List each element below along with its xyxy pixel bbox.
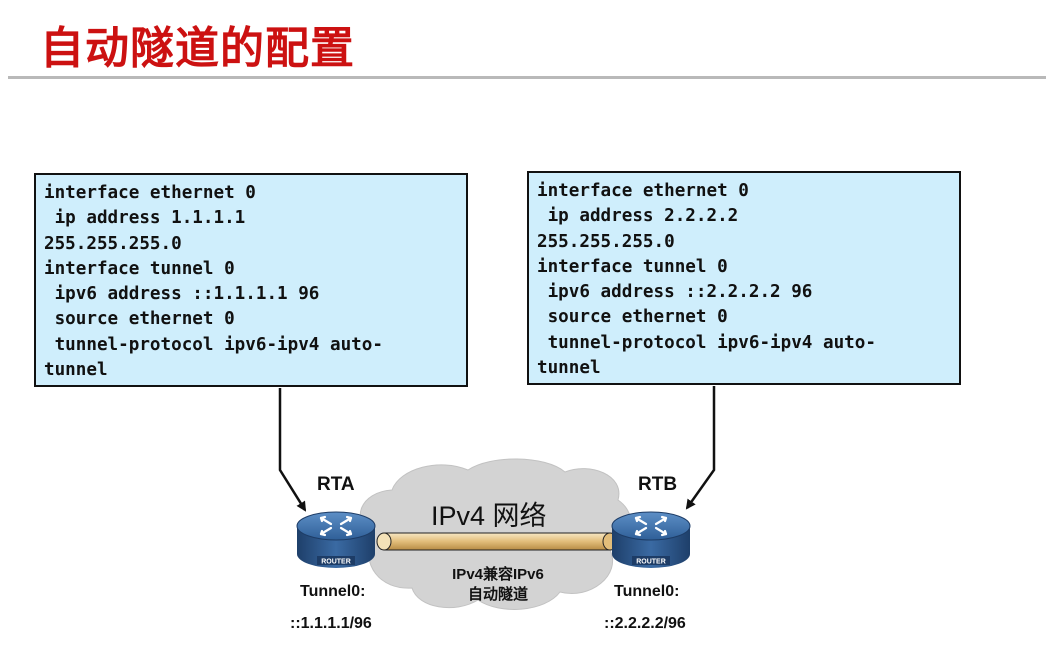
tunnel-address-rtb: ::2.2.2.2/96 xyxy=(604,615,686,632)
router-icon: ROUTER xyxy=(296,511,376,568)
router-icon: ROUTER xyxy=(611,511,691,568)
router-badge: ROUTER xyxy=(636,559,666,566)
tunnel-label-rta: Tunnel0: xyxy=(300,583,366,600)
config-box-rtb: interface ethernet 0 ip address 2.2.2.2 … xyxy=(527,171,961,385)
config-line: tunnel-protocol ipv6-ipv4 auto- xyxy=(44,334,383,355)
config-line: 255.255.255.0 xyxy=(44,233,182,254)
arrow-icon xyxy=(685,386,716,510)
router-label-rta: RTA xyxy=(317,474,355,495)
config-line: source ethernet 0 xyxy=(44,309,235,330)
config-line: ip address 1.1.1.1 xyxy=(44,208,246,229)
config-box-rta: interface ethernet 0 ip address 1.1.1.1 … xyxy=(34,173,468,387)
config-line: interface ethernet 0 xyxy=(537,181,749,201)
tunnel-label-rtb: Tunnel0: xyxy=(614,583,680,600)
tunnel-description-line: 自动隧道 xyxy=(467,586,528,603)
config-line: tunnel xyxy=(44,360,108,381)
page-title: 自动隧道的配置 xyxy=(40,23,355,74)
tunnel-description-line: IPv4兼容IPv6 xyxy=(452,566,544,583)
config-line: interface ethernet 0 xyxy=(44,183,256,203)
config-line: 255.255.255.0 xyxy=(537,231,675,252)
config-line: ipv6 address ::1.1.1.1 96 xyxy=(44,284,320,305)
config-line: interface tunnel 0 xyxy=(537,256,728,277)
router-badge: ROUTER xyxy=(321,559,351,566)
config-line: ipv6 address ::2.2.2.2 96 xyxy=(537,282,813,303)
title-divider xyxy=(8,76,1046,79)
config-line: interface tunnel 0 xyxy=(44,258,235,279)
tunnel-address-rta: ::1.1.1.1/96 xyxy=(290,615,372,632)
config-line: source ethernet 0 xyxy=(537,307,728,328)
router-label-rtb: RTB xyxy=(638,474,678,495)
config-line: tunnel-protocol ipv6-ipv4 auto- xyxy=(537,332,876,353)
config-line: ip address 2.2.2.2 xyxy=(537,206,739,227)
tunnel-pipe xyxy=(376,532,618,551)
arrow-icon xyxy=(278,388,307,512)
config-line: tunnel xyxy=(537,358,601,379)
cloud-label: IPv4 网络 xyxy=(431,501,547,531)
tunnel-description: IPv4兼容IPv6 自动隧道 xyxy=(426,565,570,605)
